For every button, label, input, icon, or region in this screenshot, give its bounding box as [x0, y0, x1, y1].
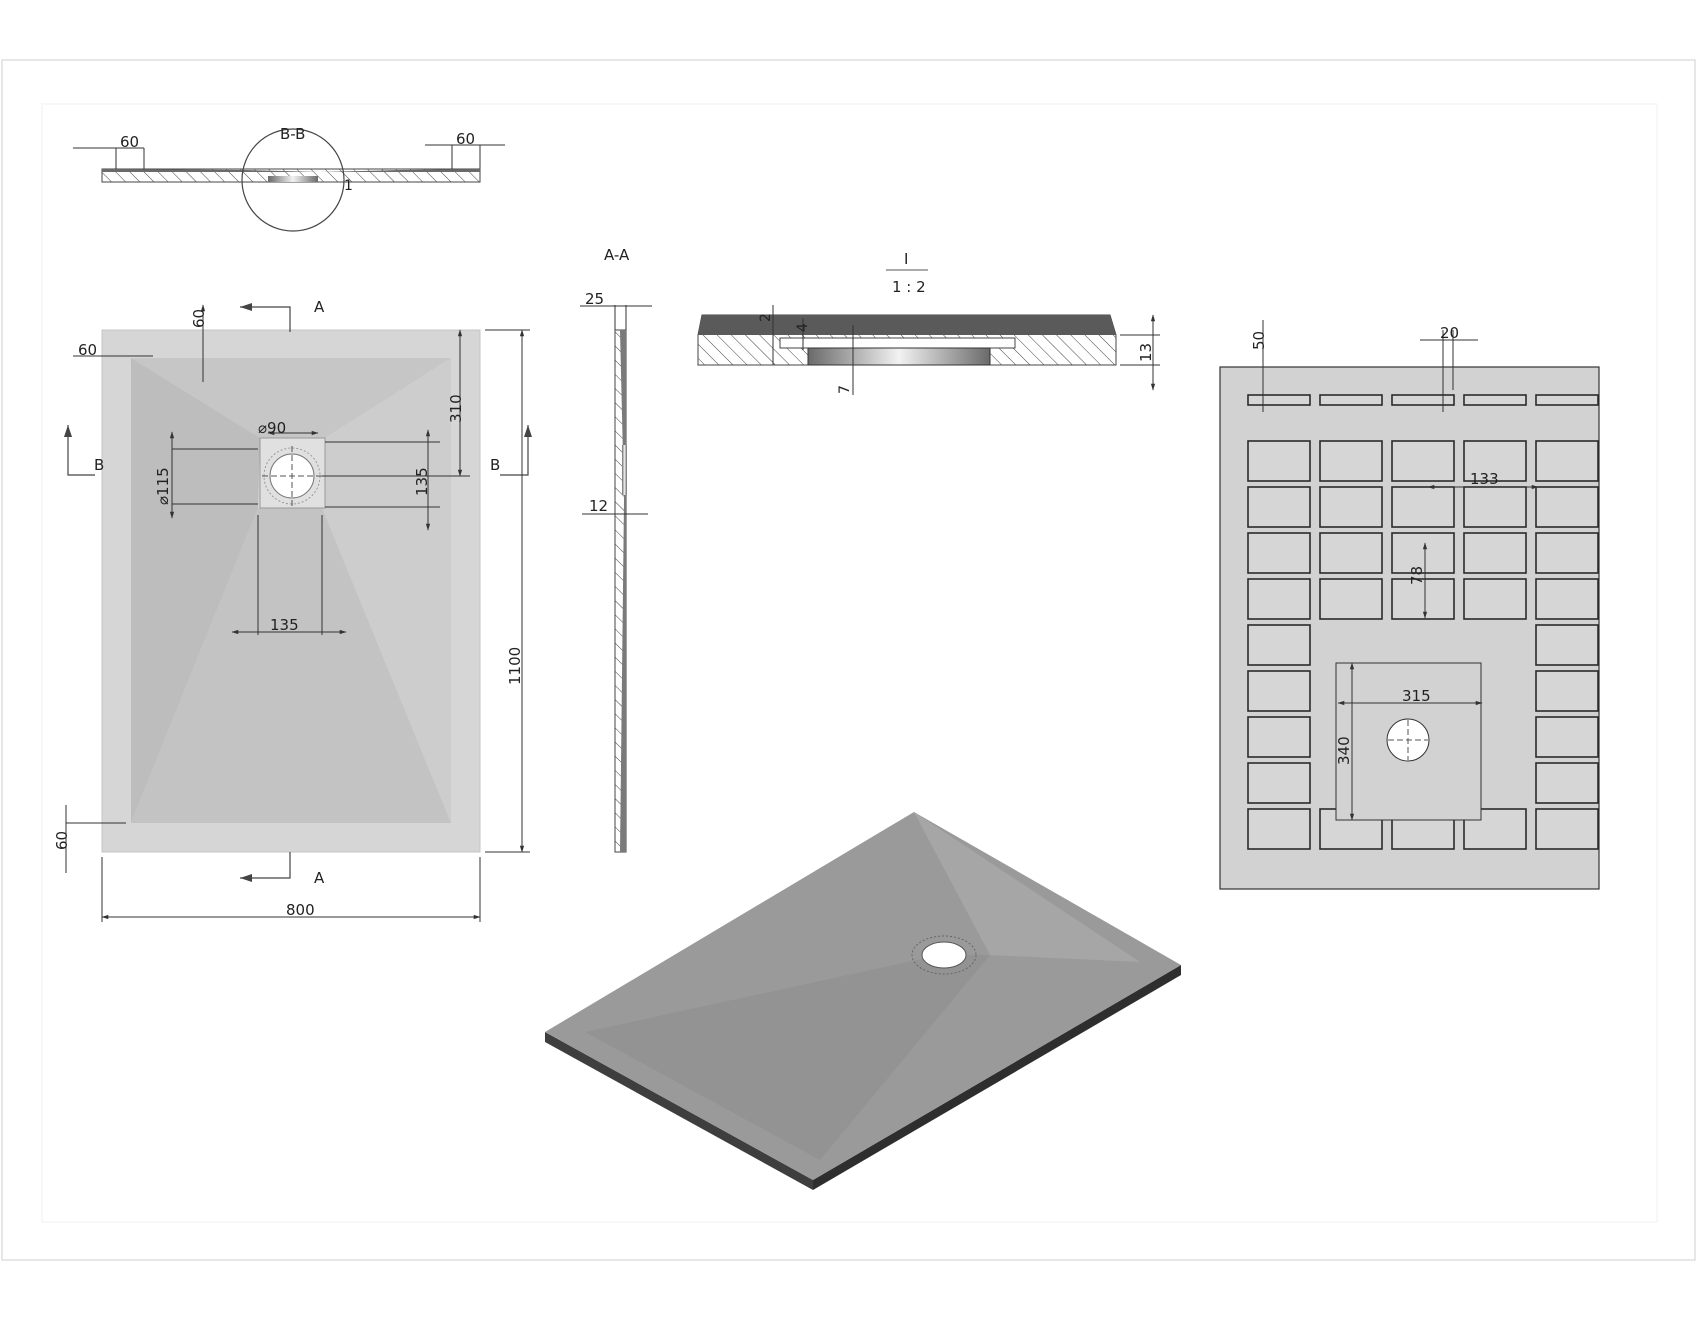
bottom-grid-cell [1391, 440, 1455, 482]
bottom-grid-cell [1535, 670, 1599, 712]
bottom-grid-cell [1247, 578, 1311, 620]
sheet-inner-border [41, 103, 1658, 1223]
section-a-top-label: A [314, 298, 325, 316]
bottom-grid-cell [1247, 670, 1311, 712]
slope-right [322, 358, 451, 823]
dim-cell-height: 78 [1408, 566, 1426, 585]
bottom-grid-cell [1535, 624, 1599, 666]
bottom-grid-cell [1391, 486, 1455, 528]
slope-top [131, 358, 451, 438]
iso-drain-hole [921, 941, 967, 969]
detail-title: I [904, 250, 908, 268]
dim-drain-offset-top: 310 [447, 394, 465, 423]
dim-bottom-margin: 60 [53, 831, 71, 850]
dim-rib-width: 20 [1440, 324, 1459, 342]
bottom-grid-cell [1247, 486, 1311, 528]
dim-drain-outer: ⌀115 [154, 467, 172, 505]
bottom-grid-cell [1247, 624, 1311, 666]
dim-edge-offset: 50 [1250, 331, 1268, 350]
dim-width: 800 [286, 901, 315, 919]
bottom-grid-cell [1535, 440, 1599, 482]
detail-recess [779, 337, 1016, 349]
section-aa-drain [622, 445, 627, 495]
detail-circle [241, 128, 345, 232]
bottom-grid-cell [1247, 440, 1311, 482]
iso-slope-far [914, 812, 1140, 962]
dim-length: 1100 [506, 647, 524, 685]
bottom-grid-cell [1535, 532, 1599, 574]
dim-thickness-mid: 12 [589, 497, 608, 515]
section-b-right-label: B [490, 456, 500, 474]
tray-bottom-view: 50 20 133 78 315 340 [1219, 320, 1600, 890]
slope-left [131, 358, 260, 823]
bottom-grid-cell [1463, 394, 1527, 406]
dim-height: 13 [1137, 343, 1155, 362]
bottom-grid-cell [1535, 394, 1599, 406]
dim-left-margin: 60 [78, 341, 97, 359]
dim-drain-diameter: ⌀90 [258, 419, 286, 437]
section-a-bottom-label: A [314, 869, 325, 887]
dim-drain-square-right: 135 [413, 467, 431, 496]
detail-ref-label: 1 [344, 178, 353, 194]
bottom-grid-cell [1319, 440, 1383, 482]
iso-side-right [813, 965, 1181, 1190]
iso-side-front [545, 1032, 813, 1190]
tray-isometric-view [545, 812, 1181, 1190]
detail-drain-plate [807, 347, 991, 366]
detail-scale: 1 : 2 [892, 278, 926, 296]
section-bb-view: B-B 1 60 60 [73, 125, 505, 232]
section-bb-title: B-B [280, 125, 305, 143]
bottom-grid-cell [1247, 532, 1311, 574]
tray-top-view: A A B B 60 60 60 ⌀90 ⌀115 310 135 13 [53, 298, 532, 922]
dim-lip: 2 [758, 313, 774, 322]
bottom-grid-cell [1463, 532, 1527, 574]
section-bb-top-surface [102, 169, 480, 172]
bottom-grid-cell [1391, 394, 1455, 406]
dim-drain-square-bottom: 135 [270, 616, 299, 634]
dim-recess: 4 [795, 323, 811, 332]
bottom-grid-cell [1463, 440, 1527, 482]
dim-drain-depth: 7 [837, 385, 853, 394]
bottom-grid-cell [1319, 532, 1383, 574]
bottom-grid-cell [1247, 808, 1311, 850]
dim-drain-zone-height: 340 [1335, 736, 1353, 765]
section-bb-drain [268, 176, 318, 182]
bottom-grid-cell [1535, 486, 1599, 528]
dim-cell-width: 133 [1470, 470, 1499, 488]
bottom-grid-cell [1535, 578, 1599, 620]
bottom-grid-cell [1463, 486, 1527, 528]
section-aa-view: A-A 25 12 [580, 246, 652, 853]
dim-drain-zone-width: 315 [1402, 687, 1431, 705]
bottom-grid-cell [1319, 394, 1383, 406]
dim-top-margin: 60 [190, 309, 208, 328]
section-bb-left-dim: 60 [120, 133, 139, 151]
dim-thickness-top: 25 [585, 290, 604, 308]
bottom-grid-cell [1247, 716, 1311, 758]
bottom-grid-cell [1463, 578, 1527, 620]
bottom-grid-cell [1319, 486, 1383, 528]
detail-1-view: I 1 : 2 2 4 7 13 [697, 250, 1160, 395]
bottom-grid-cell [1535, 808, 1599, 850]
slope-bottom [131, 508, 451, 823]
bottom-grid-cell [1319, 578, 1383, 620]
section-aa-title: A-A [604, 246, 630, 264]
bottom-grid-cell [1247, 394, 1311, 406]
section-b-left-label: B [94, 456, 104, 474]
iso-slope-near [585, 955, 990, 1160]
bottom-grid-cell [1535, 762, 1599, 804]
section-bb-right-dim: 60 [456, 130, 475, 148]
bottom-grid-cell [1247, 762, 1311, 804]
bottom-grid-cell [1535, 716, 1599, 758]
iso-drain-ring [911, 935, 977, 975]
